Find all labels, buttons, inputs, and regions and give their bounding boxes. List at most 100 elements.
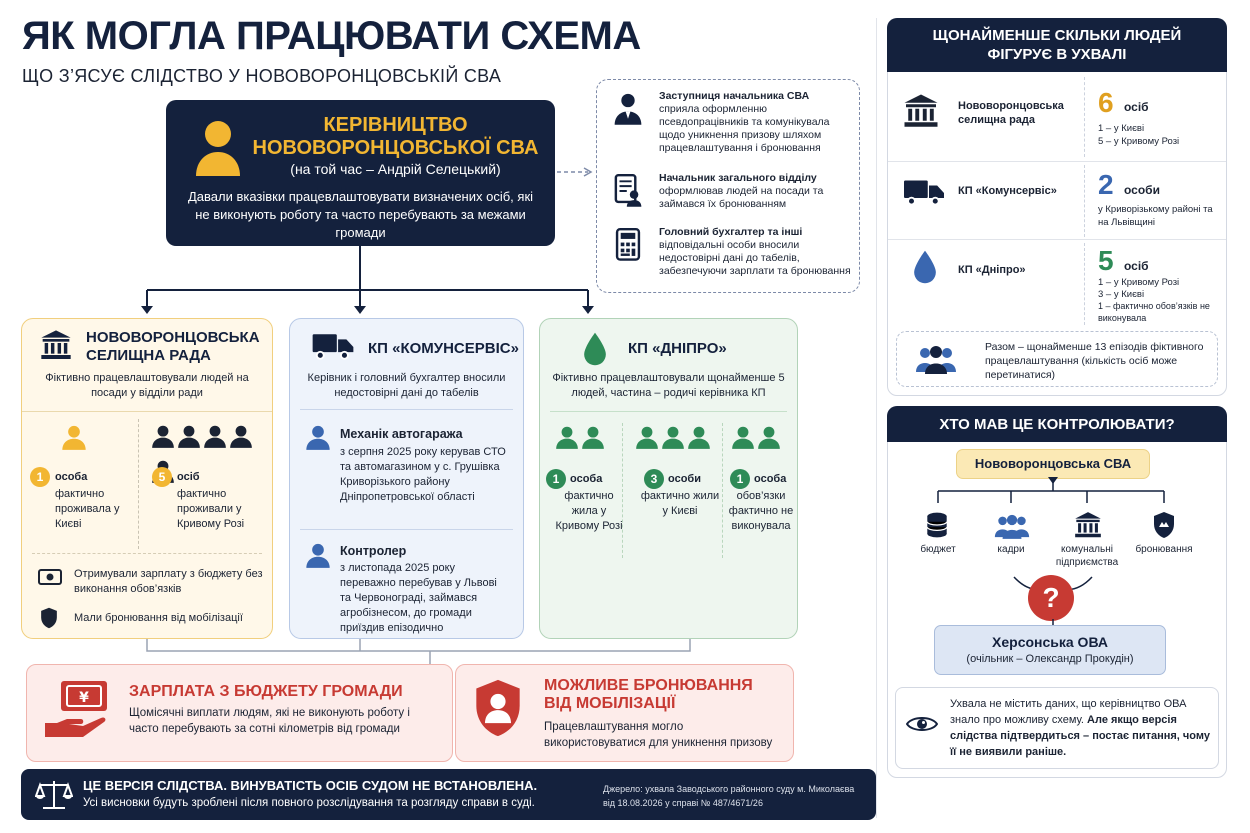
row-detail: у Криворізькому районі та на Львівщині — [1098, 204, 1213, 228]
people-icon — [916, 346, 956, 374]
people-icon — [994, 514, 1030, 539]
person-icon — [176, 421, 202, 451]
stat-number: 3 — [644, 469, 664, 489]
control-item-label: бронювання — [1135, 544, 1193, 555]
people-icons-group — [554, 423, 606, 456]
komunservis-desc: Керівник і головний бухгалтер вносили не… — [307, 372, 506, 399]
person-icon — [634, 423, 660, 451]
person-icon — [196, 121, 240, 176]
row-number: 6 — [1098, 87, 1114, 118]
note-bold: Але якщо версія слідства підтвердиться –… — [950, 714, 1210, 758]
official-role: Начальник загального відділу — [659, 172, 817, 184]
leadership-title: КЕРІВНИЦТВО НОВОВОРОНЦОВСЬКОЇ СВА — [252, 114, 539, 159]
person-icon — [554, 423, 580, 451]
salary-box: ¥ ЗАРПЛАТА З БЮДЖЕТУ ГРОМАДИ Щомісячні в… — [26, 664, 453, 762]
control-item-label: комунальні підприємства — [1055, 544, 1119, 568]
council-note-reservation: Мали бронювання від мобілізації — [74, 612, 243, 624]
row-name: КП «Дніпро» — [958, 264, 1026, 276]
person-icon — [60, 421, 88, 453]
leadership-box: КЕРІВНИЦТВО НОВОВОРОНЦОВСЬКОЇ СВА (на то… — [166, 100, 555, 246]
stat-number: 1 — [546, 469, 566, 489]
people-icons-group — [634, 423, 712, 456]
money-icon — [38, 569, 62, 585]
government-building-icon — [40, 329, 72, 361]
leadership-desc: Давали вказівки працевлаштовувати визнач… — [187, 189, 534, 240]
eye-icon — [906, 717, 938, 731]
source-note: Джерело: ухвала Заводського районного су… — [603, 784, 855, 808]
businesswoman-icon — [614, 93, 642, 125]
stat-unit: особа — [754, 473, 787, 485]
row-detail: 1 – у Києві — [1098, 123, 1145, 134]
salary-desc: Щомісячні виплати людям, які не виконуют… — [129, 707, 410, 735]
person-icon — [686, 423, 712, 451]
person-desc: з листопада 2025 року переважно перебува… — [340, 562, 497, 634]
ova-head: (очільник – Олександр Прокудін) — [966, 653, 1134, 665]
water-drop-icon — [912, 249, 938, 285]
government-building-icon — [902, 93, 940, 129]
council-note-salary: Отримували зарплату з бюджету без викона… — [74, 568, 263, 595]
row-name: КП «Комунсервіс» — [958, 185, 1057, 197]
people-panel-title: ЩОНАЙМЕНШЕ СКІЛЬКИ ЛЮДЕЙ ФІГУРУЄ В УХВАЛ… — [887, 18, 1227, 72]
row-unit: осіб — [1124, 259, 1149, 273]
person-icon — [730, 423, 756, 451]
council-card: НОВОВОРОНЦОВСЬКА СЕЛИЩНА РАДА Фіктивно п… — [21, 318, 273, 639]
question-mark-icon: ? — [1028, 575, 1074, 621]
official-role: Головний бухгалтер та інші — [659, 226, 803, 238]
row-unit: особи — [1124, 183, 1160, 197]
note-plain: Ухвала не містить даних, що керівництво … — [950, 698, 1187, 726]
water-drop-icon — [582, 331, 608, 367]
page-subtitle: ЩО З’ЯСУЄ СЛІДСТВО У НОВОВОРОНЦОВСЬКІЙ С… — [22, 66, 502, 86]
person-role: Механік автогаража — [340, 427, 463, 441]
disclaimer-headline: ЦЕ ВЕРСІЯ СЛІДСТВА. ВИНУВАТІСТЬ ОСІБ СУД… — [83, 778, 538, 793]
building-icon — [1074, 511, 1102, 539]
people-count-panel: ЩОНАЙМЕНШЕ СКІЛЬКИ ЛЮДЕЙ ФІГУРУЄ В УХВАЛ… — [887, 18, 1227, 396]
row-detail: 1 – у Кривому Розі — [1098, 277, 1180, 288]
person-icon — [228, 421, 254, 451]
stat-text: фактично проживали у Кривому Розі — [177, 488, 245, 530]
reservation-desc: Працевлаштування могло використовуватися… — [544, 721, 773, 749]
coins-icon — [926, 512, 948, 538]
disclaimer-footer: ЦЕ ВЕРСІЯ СЛІДСТВА. ВИНУВАТІСТЬ ОСІБ СУД… — [21, 769, 876, 820]
total-text: Разом – щонайменше 13 епізодів фіктивног… — [985, 341, 1204, 381]
row-number: 2 — [1098, 169, 1114, 200]
official-desc: оформлював людей на посади та займався ї… — [659, 185, 824, 210]
dnipro-card: КП «ДНІПРО» Фіктивно працевлаштовували щ… — [539, 318, 798, 639]
stat-unit: осіб — [177, 471, 200, 483]
council-title: НОВОВОРОНЦОВСЬКА СЕЛИЩНА РАДА — [86, 329, 260, 364]
ova-title: Херсонська ОВА — [992, 634, 1108, 650]
row-unit: осіб — [1124, 100, 1149, 114]
salary-title: ЗАРПЛАТА З БЮДЖЕТУ ГРОМАДИ — [129, 683, 403, 700]
stat-number: 5 — [152, 467, 172, 487]
document-person-icon — [614, 174, 642, 207]
truck-icon — [904, 179, 944, 207]
stat-number: 1 — [730, 469, 750, 489]
person-desc: з серпня 2025 року керував СТО та автома… — [340, 446, 506, 503]
page-title: ЯК МОГЛА ПРАЦЮВАТИ СХЕМА — [22, 14, 641, 58]
note-box: Ухвала не містить даних, що керівництво … — [895, 687, 1219, 769]
stat-text: фактично жила у Кривому Розі — [555, 490, 623, 532]
disclaimer-body: Усі висновки будуть зроблені після повно… — [83, 797, 535, 809]
person-icon — [304, 421, 332, 453]
shield-person-icon — [476, 679, 520, 737]
control-panel: ХТО МАВ ЦЕ КОНТРОЛЮВАТИ? Нововоронцовськ… — [887, 406, 1227, 778]
official-desc: відповідальні особи вносили недостовірні… — [659, 239, 851, 277]
person-icon — [150, 421, 176, 451]
stat-text: обов’язки фактично не виконувала — [728, 490, 794, 532]
money-hand-icon: ¥ — [45, 681, 107, 737]
stat-text: фактично жили у Києві — [640, 490, 720, 517]
person-icon — [580, 423, 606, 451]
komunservis-card: КП «КОМУНСЕРВІС» Керівник і головний бух… — [289, 318, 524, 639]
svg-text:¥: ¥ — [79, 690, 89, 706]
person-role: Контролер — [340, 544, 407, 558]
control-item-label: кадри — [997, 544, 1025, 555]
leadership-note: (на той час – Андрій Селецький) — [290, 161, 501, 177]
person-icon — [304, 539, 332, 571]
reservation-title: МОЖЛИВЕ БРОНЮВАННЯ ВІД МОБІЛІЗАЦІЇ — [544, 677, 753, 712]
total-box: Разом – щонайменше 13 епізодів фіктивног… — [896, 331, 1218, 387]
council-desc: Фіктивно працевлаштовували людей на поса… — [45, 372, 249, 399]
reservation-box: МОЖЛИВЕ БРОНЮВАННЯ ВІД МОБІЛІЗАЦІЇ Праце… — [455, 664, 794, 762]
